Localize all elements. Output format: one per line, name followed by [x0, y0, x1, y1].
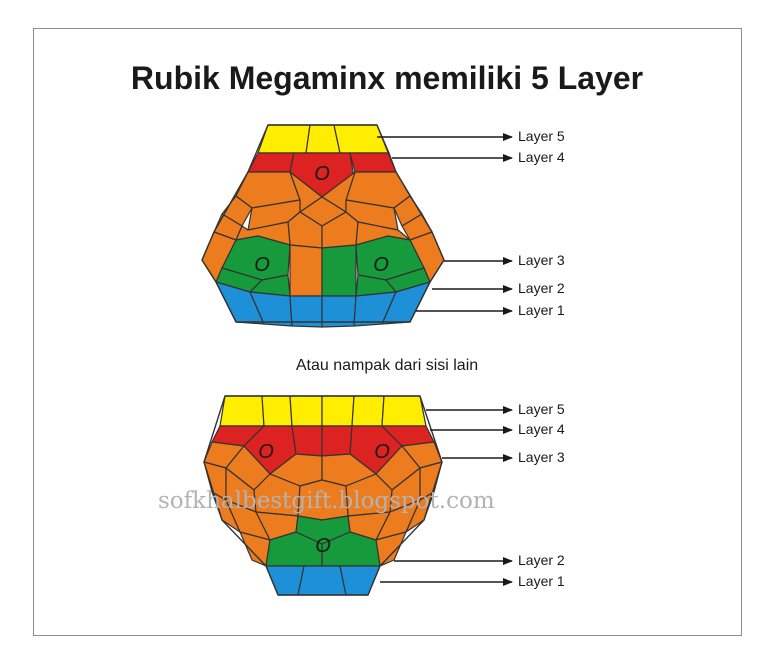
view2-mark-right: O	[374, 441, 390, 463]
figure-frame	[33, 28, 742, 636]
view2-arrows	[380, 406, 513, 586]
view2-mark-left: O	[258, 441, 274, 463]
red-sticker	[321, 425, 353, 457]
megaminx-view-2	[203, 395, 443, 596]
view1-label-layer3: Layer 3	[518, 252, 565, 268]
view2-label-layer3: Layer 3	[518, 449, 565, 465]
watermark: sofkhalbestgift.blogspot.com	[158, 488, 495, 514]
view2-label-layer5: Layer 5	[518, 401, 565, 417]
view2-orange-stickers	[203, 441, 443, 567]
green-sticker	[321, 244, 357, 297]
view2-layer1-stickers	[265, 565, 381, 596]
view1-label-layer2: Layer 2	[518, 280, 565, 296]
orange-sticker	[289, 244, 323, 297]
yellow-sticker	[289, 395, 323, 427]
alternate-view-caption: Atau nampak dari sisi lain	[295, 357, 479, 374]
view1-mark-top: O	[314, 163, 330, 185]
view1-label-layer5: Layer 5	[518, 128, 565, 144]
view1-mark-right: O	[373, 254, 389, 276]
view2-mark-bottom: O	[315, 535, 331, 557]
view2-label-layer4: Layer 4	[518, 421, 565, 437]
view1-mark-left: O	[254, 254, 270, 276]
view2-label-layer2: Layer 2	[518, 552, 565, 568]
view1-label-layer1: Layer 1	[518, 302, 565, 318]
yellow-sticker	[381, 395, 427, 427]
view2-layer5-stickers	[219, 395, 427, 427]
view1-arrows	[377, 133, 513, 315]
megaminx-view-1	[201, 124, 445, 328]
view2-layer2-stickers	[265, 515, 381, 567]
yellow-sticker	[351, 395, 385, 427]
view1-label-layer4: Layer 4	[518, 149, 565, 165]
view1-layer1-stickers	[215, 281, 431, 328]
view1-upper-orange-stickers	[213, 171, 433, 249]
page-title: Rubik Megaminx memiliki 5 Layer	[130, 60, 644, 96]
yellow-sticker	[219, 395, 265, 427]
yellow-sticker	[261, 395, 293, 427]
blue-sticker	[297, 565, 347, 596]
view2-label-layer1: Layer 1	[518, 573, 565, 589]
view1-green-stickers	[215, 235, 431, 297]
red-sticker	[291, 425, 323, 457]
green-sticker	[321, 531, 381, 567]
yellow-sticker	[321, 395, 355, 427]
view1-layer5-stickers	[257, 124, 390, 154]
yellow-sticker	[333, 124, 390, 154]
